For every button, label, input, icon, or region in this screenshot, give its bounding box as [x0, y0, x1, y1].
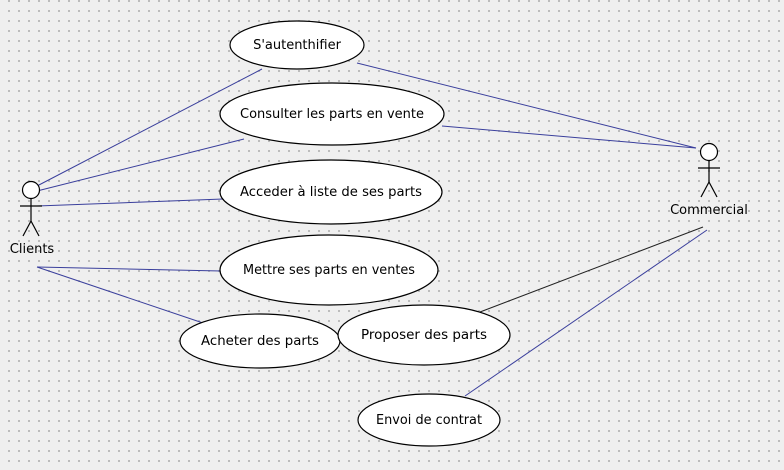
use-case-send-contract[interactable]: Envoi de contrat [357, 393, 501, 447]
association-lines [36, 62, 708, 397]
use-case-ellipse [357, 393, 501, 447]
use-case-browse-parts[interactable]: Consulter les parts en vente [219, 82, 445, 146]
association-commercial-send-contract [464, 229, 708, 397]
use-case-propose-parts[interactable]: Proposer des parts [337, 304, 511, 366]
use-case-label: Proposer des parts [361, 328, 487, 343]
actor-label: Commercial [670, 203, 748, 218]
use-case-own-parts[interactable]: Acceder à liste de ses parts [219, 159, 443, 225]
actor-commercial[interactable]: Commercial [670, 142, 748, 219]
association-clients-sell-parts [36, 266, 222, 272]
association-clients-buy-parts [36, 266, 207, 325]
actor-clients[interactable]: Clients [10, 180, 55, 258]
use-case-authenticate[interactable]: S'autenthifier [229, 20, 365, 70]
use-case-label: Acceder à liste de ses parts [240, 185, 422, 200]
use-case-label: Envoi de contrat [376, 413, 482, 428]
association-commercial-browse-parts [441, 125, 697, 149]
use-case-buy-parts[interactable]: Acheter des parts [179, 313, 341, 369]
association-clients-browse-parts [36, 138, 245, 192]
use-case-label: Acheter des parts [201, 334, 319, 349]
use-case-ellipse [337, 304, 511, 366]
actor-label: Clients [10, 242, 55, 257]
use-case-sell-parts[interactable]: Mettre ses parts en ventes [219, 234, 439, 306]
association-clients-own-parts [36, 198, 224, 207]
association-clients-authenticate [36, 68, 263, 187]
association-commercial-propose-parts [479, 226, 704, 313]
stick-figure-icon [20, 180, 42, 237]
use-case-label: Mettre ses parts en ventes [243, 263, 415, 278]
stick-figure-icon [698, 142, 720, 198]
use-case-label: Consulter les parts en vente [240, 107, 424, 122]
use-case-ellipse [219, 234, 439, 306]
use-case-label: S'autenthifier [253, 38, 342, 53]
use-case-ellipse [229, 20, 365, 70]
use-case-ellipse [219, 159, 443, 225]
association-commercial-authenticate [356, 62, 697, 149]
use-case-ellipse [219, 82, 445, 146]
